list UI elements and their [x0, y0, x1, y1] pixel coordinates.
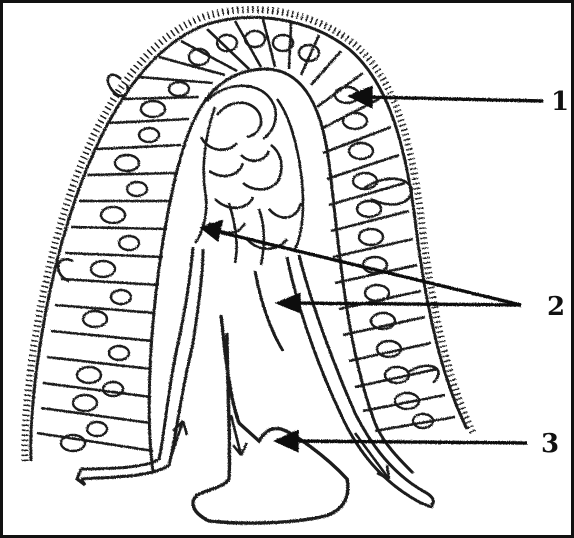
leader-line-2b [293, 303, 521, 305]
leader-lines [203, 88, 543, 450]
arrowhead-2a [203, 222, 221, 239]
arrowhead-1 [351, 88, 371, 106]
arrowhead-2b [279, 295, 299, 311]
label-2: 2 [547, 292, 565, 322]
arrowhead-3 [277, 432, 297, 450]
label-1: 1 [551, 87, 569, 117]
villus-diagram: 1 2 3 [3, 3, 571, 535]
lacteal [193, 315, 348, 523]
label-3: 3 [541, 429, 559, 459]
leader-line-3 [291, 441, 527, 443]
flow-arrows [171, 415, 389, 479]
leader-line-1 [365, 97, 543, 101]
epithelial-cells [37, 19, 455, 451]
